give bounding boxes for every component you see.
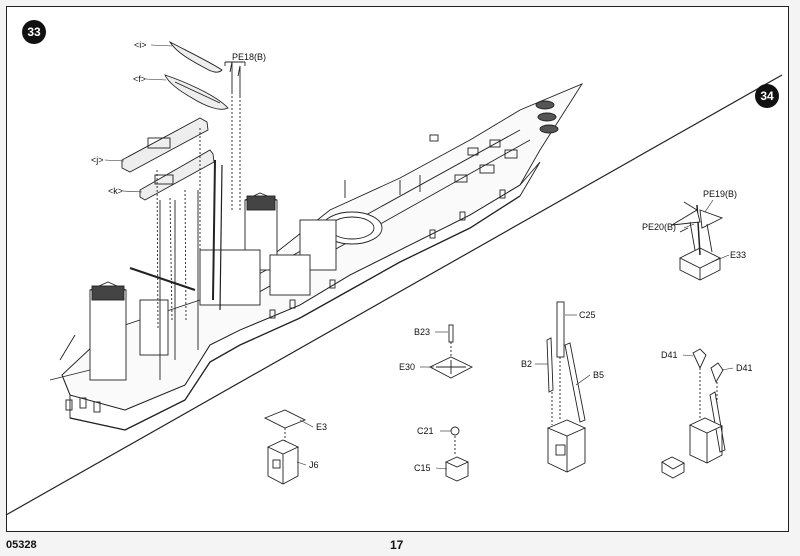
b23-e30-drawing — [428, 324, 474, 379]
part-label-c15: C15 — [414, 463, 431, 473]
part-label-b23: B23 — [414, 327, 431, 337]
part-label-k: <k> — [108, 186, 124, 196]
boat-parts-drawing — [121, 40, 246, 331]
part-label-j: <j> — [91, 155, 104, 165]
step-divider-line — [5, 74, 783, 516]
part-label-pe19: PE19(B) — [703, 189, 738, 199]
part-label-pe20: PE20(B) — [642, 222, 677, 232]
part-label-e3: E3 — [316, 422, 328, 432]
c21-c15-drawing — [444, 426, 470, 482]
part-label-i: <i> — [134, 40, 147, 50]
part-label-c25: C25 — [579, 310, 596, 320]
part-label-j6: J6 — [309, 460, 319, 470]
instruction-page — [6, 6, 789, 532]
d41-assembly-drawing — [661, 348, 726, 479]
part-label-c21: C21 — [417, 426, 434, 436]
page-number: 17 — [390, 538, 404, 552]
step-34-badge: 34 — [755, 84, 779, 108]
product-code: 05328 — [6, 539, 37, 551]
mast-e33-drawing — [671, 201, 724, 281]
step-33-badge: 33 — [22, 20, 46, 44]
ship-hull-drawing — [49, 83, 584, 431]
part-label-e33: E33 — [730, 250, 747, 260]
part-label-d41-left: D41 — [661, 350, 678, 360]
part-label-b2: B2 — [521, 359, 533, 369]
part-label-d41-right: D41 — [736, 363, 753, 373]
e3-j6-drawing — [263, 409, 307, 485]
post-assembly-drawing — [546, 301, 587, 473]
part-label-e30: E30 — [399, 362, 416, 372]
part-label-b5: B5 — [593, 370, 605, 380]
part-label-f: <f> — [133, 74, 147, 84]
part-label-pe18: PE18(B) — [232, 52, 267, 62]
